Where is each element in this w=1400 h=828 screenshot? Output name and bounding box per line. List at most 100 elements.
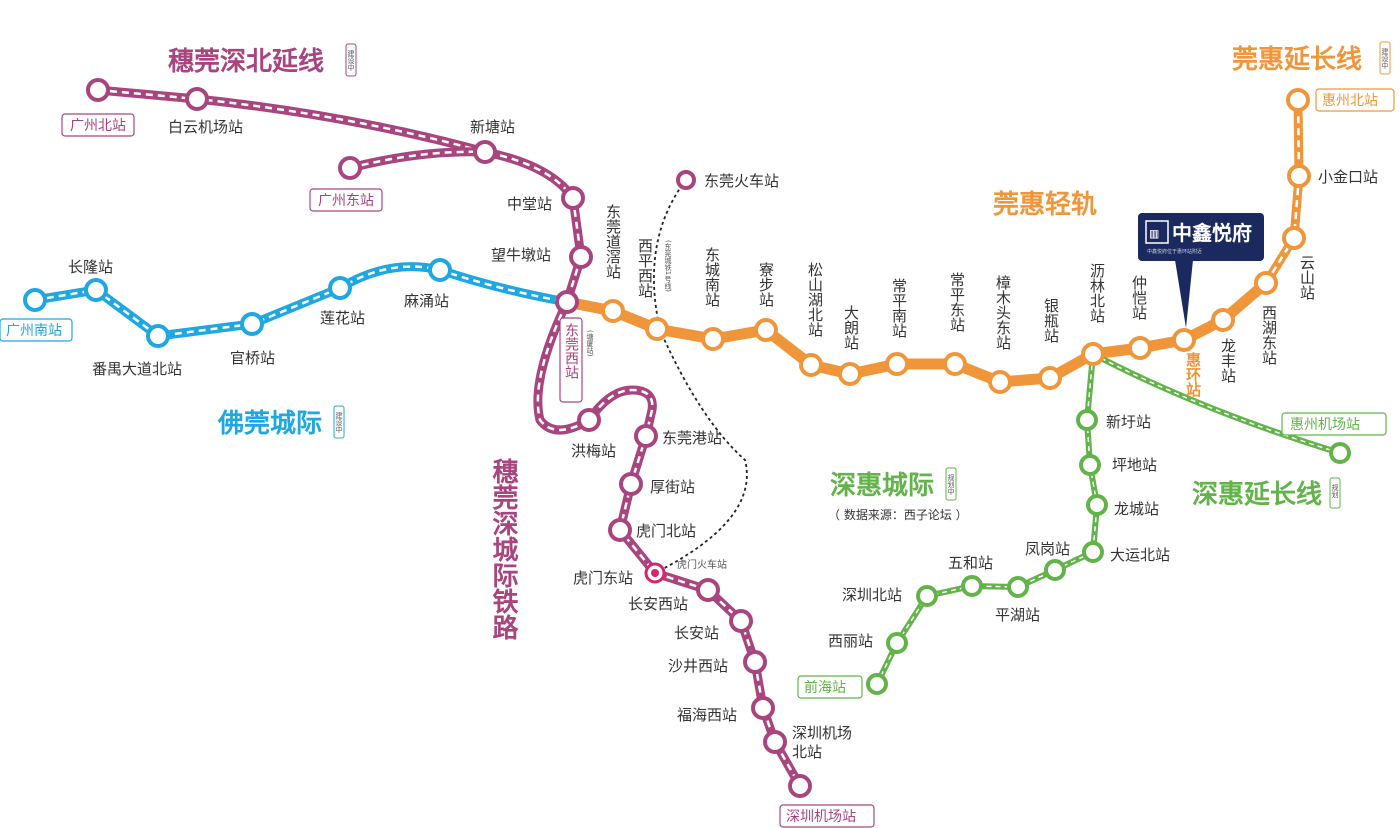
label-xihu-east: 西湖东站 xyxy=(1260,305,1278,365)
status-shen-hui-ext: 规划 xyxy=(1331,483,1339,498)
status-guan-hui-ext: 建设中 xyxy=(1381,47,1389,70)
station-gz-south[interactable] xyxy=(23,288,47,312)
station-xintang[interactable] xyxy=(473,140,497,164)
station-dg-port[interactable] xyxy=(634,424,658,448)
station-qianhai[interactable] xyxy=(866,673,888,695)
station-pingdi[interactable] xyxy=(1079,454,1101,476)
station-shajing-west[interactable] xyxy=(743,650,767,674)
station-xili[interactable] xyxy=(886,632,908,654)
note-dg-west: (塘厦站) xyxy=(586,330,594,357)
station-xinxu[interactable] xyxy=(1076,409,1098,431)
station-wuhe[interactable] xyxy=(961,575,983,597)
title-shen-hui-ext: 深惠延长线 xyxy=(1192,480,1322,510)
svg-text:惠州北站: 惠州北站 xyxy=(1322,93,1378,109)
station-panyu[interactable] xyxy=(146,324,170,348)
station-lianhua[interactable] xyxy=(328,276,352,300)
station-dalang[interactable] xyxy=(838,362,862,386)
label-wangniudun: 望牛墩站 xyxy=(491,246,551,264)
label-sz-north: 深圳北站 xyxy=(842,586,902,604)
station-gz-north[interactable] xyxy=(86,78,110,102)
station-humen-north[interactable] xyxy=(608,518,632,542)
station-songshanhu[interactable] xyxy=(799,353,823,377)
label-pingdi: 坪地站 xyxy=(1112,456,1157,474)
project-badge[interactable]: ▥ 中鑫悦府 中鑫悦府位于惠环站附近 xyxy=(1138,213,1264,328)
station-houjie[interactable] xyxy=(619,472,643,496)
label-dg-train: 东莞火车站 xyxy=(704,172,779,190)
station-daojiao[interactable] xyxy=(601,299,625,323)
station-humen-east-core xyxy=(651,569,659,577)
status-box-guan-hui-ext xyxy=(1379,41,1391,75)
station-huibu[interactable] xyxy=(754,318,778,342)
station-xiping-west[interactable] xyxy=(645,317,669,341)
label-xiping-west: 西平西站 xyxy=(636,238,654,298)
status-box-suiguan-north xyxy=(345,43,357,77)
station-sz-airport[interactable] xyxy=(788,774,812,798)
station-zhangmutou[interactable] xyxy=(988,370,1012,394)
station-fenggang[interactable] xyxy=(1044,559,1066,581)
station-dongcheng-south[interactable] xyxy=(701,327,725,351)
station-wangniudun[interactable] xyxy=(569,245,593,269)
station-lilin-north[interactable] xyxy=(1081,342,1105,366)
label-machong: 麻涌站 xyxy=(404,292,449,310)
line-guan-hui xyxy=(561,277,1272,388)
station-hz-north[interactable] xyxy=(1286,88,1310,112)
label-humen-north: 虎门北站 xyxy=(636,522,696,540)
title-fo-guan: 佛莞城际 xyxy=(217,409,322,439)
station-sz-airport-north[interactable] xyxy=(763,730,787,754)
label-lianhua: 莲花站 xyxy=(320,309,365,327)
label-zhangmutou: 樟木头东站 xyxy=(994,274,1012,350)
label-sz-airport-north-1: 深圳机场 xyxy=(792,724,852,742)
status-box-shen-hui-ext xyxy=(1329,477,1341,509)
station-machong[interactable] xyxy=(428,258,452,282)
station-longcheng[interactable] xyxy=(1086,494,1108,516)
station-hongmei[interactable] xyxy=(577,408,601,432)
station-fuhai-west[interactable] xyxy=(751,696,775,720)
station-changan-west[interactable] xyxy=(696,578,720,602)
station-zhongkai[interactable] xyxy=(1128,336,1152,360)
label-yunshan: 云山站 xyxy=(1298,255,1316,300)
label-panyu: 番禺大道北站 xyxy=(92,360,182,378)
station-dg-train[interactable] xyxy=(676,170,696,190)
station-zhongtang[interactable] xyxy=(561,186,585,210)
station-changping-east[interactable] xyxy=(943,352,967,376)
terminal-gz-south: 广州南站 xyxy=(0,318,73,342)
station-longfeng[interactable] xyxy=(1211,308,1235,332)
station-gz-east[interactable] xyxy=(338,156,362,180)
line-guan-hui-ext xyxy=(1261,95,1304,288)
badge-subtitle: 中鑫悦府位于惠环站附近 xyxy=(1147,248,1202,255)
station-sz-north[interactable] xyxy=(916,585,938,607)
badge-logo-glyph: ▥ xyxy=(1150,226,1159,242)
svg-text:广州北站: 广州北站 xyxy=(70,118,126,134)
station-xihu-east[interactable] xyxy=(1254,271,1278,295)
station-huihuan[interactable] xyxy=(1172,328,1196,352)
station-dayun-north[interactable] xyxy=(1082,541,1104,563)
title-guan-hui: 莞惠轻轨 xyxy=(993,190,1097,220)
station-yinping[interactable] xyxy=(1038,366,1062,390)
station-dg-west[interactable] xyxy=(555,290,579,314)
station-xiaojinkou[interactable] xyxy=(1287,164,1311,188)
station-pinghu[interactable] xyxy=(1007,576,1029,598)
svg-text:广州东站: 广州东站 xyxy=(318,193,374,209)
station-changan[interactable] xyxy=(729,609,753,633)
station-guanqiao[interactable] xyxy=(240,312,264,336)
label-changan-west: 长安西站 xyxy=(628,595,688,613)
terminal-hz-north: 惠州北站 xyxy=(1315,88,1395,112)
station-yunshan[interactable] xyxy=(1282,226,1306,250)
label-changping-east: 常平东站 xyxy=(948,272,966,332)
label-dongcheng-south: 东城南站 xyxy=(703,247,721,307)
dongguan-railway-link xyxy=(653,179,748,574)
label-xiaojinkou: 小金口站 xyxy=(1318,168,1378,186)
label-longfeng: 龙丰站 xyxy=(1219,338,1237,383)
station-hz-airport[interactable] xyxy=(1329,442,1351,464)
station-changlong[interactable] xyxy=(84,278,108,302)
label-songshanhu: 松山湖北站 xyxy=(806,262,824,337)
station-baiyun[interactable] xyxy=(185,87,209,111)
title-suiguan-north: 穗莞深北延线 xyxy=(168,47,324,77)
terminal-dg-west: 东莞西站 xyxy=(559,317,583,403)
station-changping-south[interactable] xyxy=(885,352,909,376)
badge-title: 中鑫悦府 xyxy=(1172,221,1252,245)
label-wuhe: 五和站 xyxy=(948,554,993,572)
title-suiguan-main: 穗莞深城际铁路 xyxy=(488,458,518,640)
label-dg-port: 东莞港站 xyxy=(662,429,722,447)
label-changping-south: 常平南站 xyxy=(890,278,908,338)
